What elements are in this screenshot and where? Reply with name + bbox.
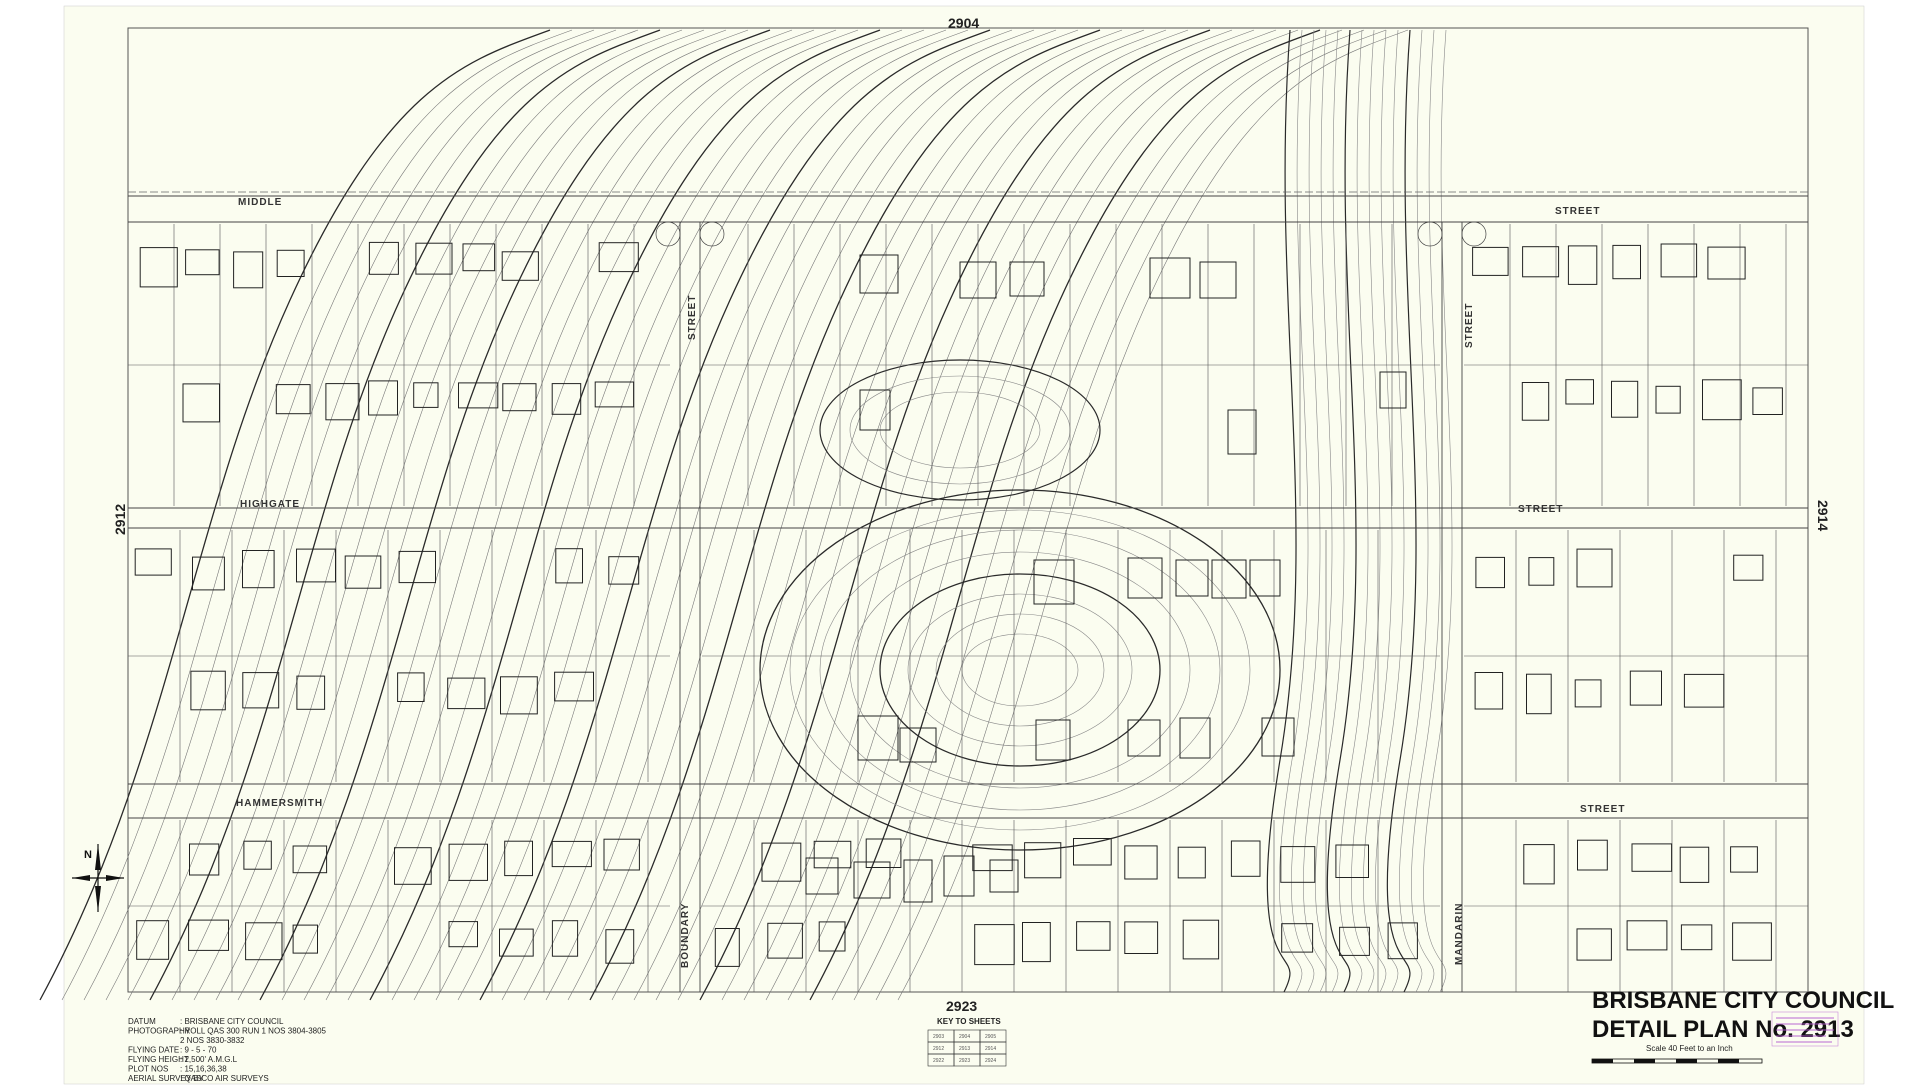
info-value: : 2,500' A.M.G.L [180, 1055, 238, 1064]
map-sheet [64, 6, 1864, 1084]
key-cell-label: 2913 [959, 1046, 970, 1052]
street-label-mandarin: MANDARIN [1454, 903, 1465, 965]
archive-stamp [1771, 1011, 1839, 1047]
info-value: : ROLL QAS 300 RUN 1 NOS 3804-3805 [180, 1027, 327, 1036]
building-outlines [134, 241, 1783, 967]
street-label-mandarin-street-top: STREET [1464, 303, 1475, 348]
info-label: AERIAL SURVEY BY [128, 1074, 205, 1083]
street-label-hammersmith: HAMMERSMITH [236, 798, 323, 809]
sheet-border [63, 5, 1865, 1085]
info-label: FLYING HEIGHT [128, 1055, 189, 1064]
info-label: FLYING DATE [128, 1046, 179, 1055]
survey-info-block: DATUM : BRISBANE CITY COUNCILPHOTOGRAPHY:… [128, 1017, 327, 1083]
street-label-street-bottom-right: STREET [1580, 804, 1625, 815]
info-label: PHOTOGRAPHY [128, 1027, 191, 1036]
info-value: : QASCO AIR SURVEYS [180, 1074, 269, 1083]
lot-boundaries [128, 224, 1808, 992]
key-cell-label: 2923 [959, 1058, 970, 1064]
street-label-boundary-street-top: STREET [687, 295, 698, 340]
street-label-middle: MIDDLE [238, 197, 282, 208]
svg-text:N: N [84, 849, 92, 861]
info-label: DATUM [128, 1017, 156, 1026]
street-label-street-mid-right: STREET [1518, 504, 1563, 515]
street-lines [128, 191, 1808, 992]
adjacent-sheet-right: 2914 [1815, 500, 1831, 531]
street-label-street-top-right: STREET [1555, 206, 1600, 217]
contour-lines [39, 29, 1453, 1001]
adjacent-sheet-left: 2912 [112, 504, 128, 535]
street-label-highgate: HIGHGATE [240, 499, 300, 510]
key-to-sheets: KEY TO SHEETS 2903 2904 2905 2912 2913 2914 29… [927, 1017, 1007, 1067]
key-cell-label: 2903 [933, 1034, 944, 1040]
key-cell-label: 2922 [933, 1058, 944, 1064]
info-value: : 9 - 5 - 70 [180, 1046, 217, 1055]
info-value: : 15,16,36,38 [180, 1065, 227, 1074]
key-cell-label: 2904 [959, 1034, 970, 1040]
adjacent-sheet-bottom: 2923 [946, 998, 977, 1014]
scale-text: Scale 40 Feet to an Inch [1646, 1044, 1733, 1053]
key-title: KEY TO SHEETS [937, 1017, 1001, 1026]
key-cell-label: 2912 [933, 1046, 944, 1052]
info-value: 2 NOS 3830-3832 [180, 1036, 245, 1045]
title-line-1: BRISBANE CITY COUNCIL [1592, 987, 1894, 1014]
info-label: PLOT NOS [128, 1065, 168, 1074]
info-value: : BRISBANE CITY COUNCIL [180, 1017, 284, 1026]
street-label-boundary: BOUNDARY [680, 903, 691, 968]
map-frame [127, 27, 1809, 993]
key-cell-label: 2924 [985, 1058, 996, 1064]
key-cell-label: 2914 [985, 1046, 996, 1052]
key-cell [979, 1053, 1007, 1067]
north-arrow-icon: N [72, 844, 124, 912]
scale-bar [1591, 1058, 1763, 1064]
key-cell-label: 2905 [985, 1034, 996, 1040]
adjacent-sheet-top: 2904 [948, 15, 979, 31]
